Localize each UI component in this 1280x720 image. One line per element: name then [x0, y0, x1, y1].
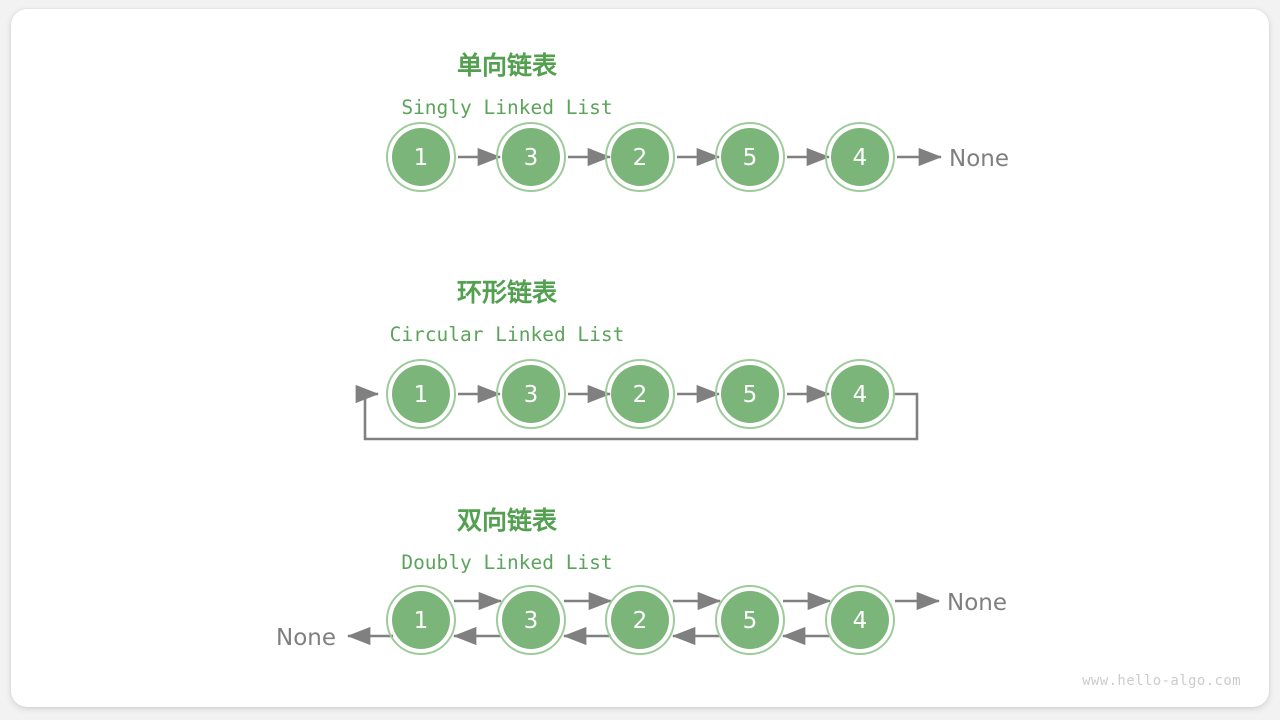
circular-node-value: 4	[853, 382, 868, 408]
circular-node-2: 3	[496, 359, 566, 429]
singly-tail-none-label: None	[949, 146, 1009, 172]
doubly-node-2: 3	[496, 585, 566, 655]
doubly-node-4: 5	[715, 585, 785, 655]
doubly-head-none-label: None	[276, 625, 336, 651]
circular-title-cn: 环形链表	[457, 278, 558, 307]
singly-node-value: 5	[743, 145, 758, 171]
circular-node-3: 2	[605, 359, 675, 429]
doubly-tail-none-label: None	[947, 590, 1007, 616]
doubly-node-value: 2	[633, 608, 648, 634]
circular-node-4: 5	[715, 359, 785, 429]
watermark: www.hello-algo.com	[1082, 673, 1241, 689]
singly-linked-list-diagram: 单向链表 Singly Linked List 1 3	[386, 51, 1009, 192]
circular-node-value: 3	[524, 382, 539, 408]
doubly-node-value: 3	[524, 608, 539, 634]
circular-linked-list-diagram: 环形链表 Circular Linked List 1 3	[355, 278, 919, 441]
doubly-node-value: 4	[853, 608, 868, 634]
circular-node-value: 2	[633, 382, 648, 408]
doubly-node-1: 1	[386, 585, 456, 655]
singly-node-value: 4	[853, 145, 868, 171]
singly-title-en: Singly Linked List	[401, 96, 612, 119]
singly-title-cn: 单向链表	[457, 51, 558, 80]
singly-node-5: 4	[825, 122, 895, 192]
singly-node-2: 3	[496, 122, 566, 192]
doubly-title-cn: 双向链表	[457, 506, 558, 535]
doubly-linked-list-diagram: 双向链表 Doubly Linked List 1	[276, 506, 1007, 655]
doubly-node-5: 4	[825, 585, 895, 655]
singly-node-value: 1	[414, 145, 429, 171]
singly-node-4: 5	[715, 122, 785, 192]
circular-node-value: 1	[414, 382, 429, 408]
circular-title-en: Circular Linked List	[390, 323, 625, 346]
circular-node-value: 5	[743, 382, 758, 408]
singly-node-1: 1	[386, 122, 456, 192]
doubly-node-value: 5	[743, 608, 758, 634]
doubly-node-value: 1	[414, 608, 429, 634]
singly-node-value: 2	[633, 145, 648, 171]
singly-node-value: 3	[524, 145, 539, 171]
singly-node-3: 2	[605, 122, 675, 192]
doubly-title-en: Doubly Linked List	[401, 551, 612, 574]
circular-node-1: 1	[386, 359, 456, 429]
circular-loop-back-path	[355, 384, 919, 441]
doubly-node-3: 2	[605, 585, 675, 655]
circular-node-5: 4	[825, 359, 895, 429]
diagram-card: 单向链表 Singly Linked List 1 3	[11, 9, 1269, 707]
